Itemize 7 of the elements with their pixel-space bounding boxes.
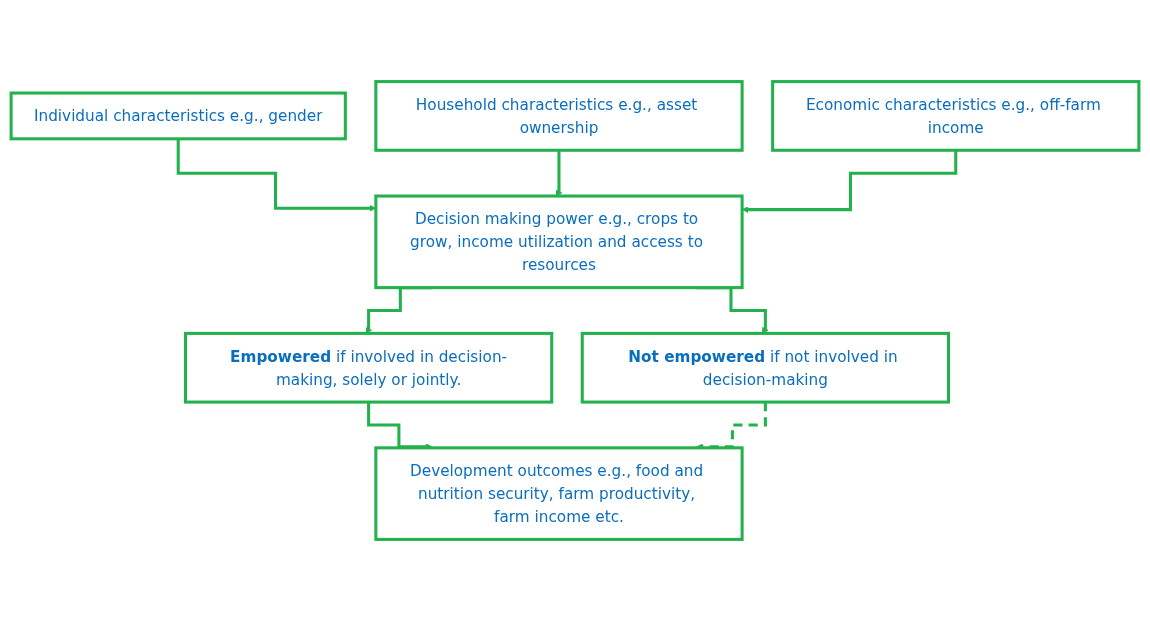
node-box: Not empowered if not involved in decision-making (580, 331, 951, 404)
node-box: Decision making power e.g., crops to grow, income utilization and access to resources (374, 194, 744, 290)
node-box: Individual characteristics e.g., gender (9, 91, 347, 141)
node-box: Economic characteristics e.g., off-farm income (771, 80, 1141, 152)
node-box: Empowered if involved in decision-making, solely or jointly. (183, 331, 554, 404)
node-box: Development outcomes e.g., food and nutrition security, farm productivity, farm income etc. (374, 446, 744, 541)
node-box: Household characteristics e.g., asset ownership (374, 80, 744, 152)
